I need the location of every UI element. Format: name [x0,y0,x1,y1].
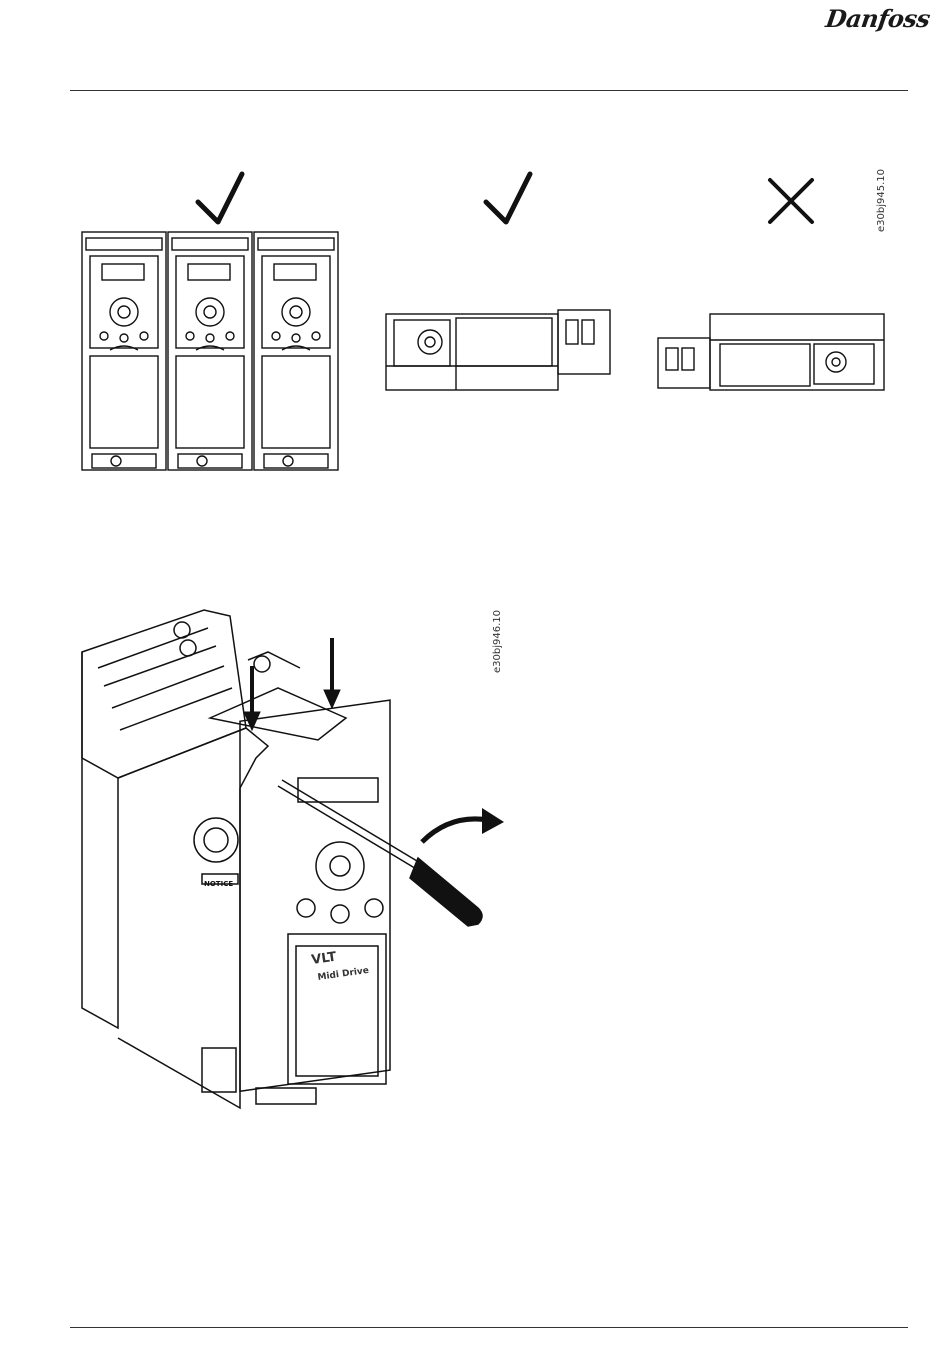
press-arrows [244,638,340,730]
mounting-figure [70,160,890,490]
cover-removal-figure: VLT Midi Drive NOTICE [78,608,508,1118]
drive-body [82,610,246,778]
header-rule [70,90,908,91]
display-window [298,778,378,802]
cross-icon [770,180,812,222]
horizontal-drive-not-allowed [658,314,884,390]
brand-logo: Danfoss [824,4,932,33]
nav-wheel-icon [316,842,364,890]
figure-code: e30bj946.10 [492,610,503,673]
upright-drives [82,232,338,470]
horizontal-drive-allowed [386,310,610,390]
rotate-arrow-icon [422,819,488,842]
figure-code: e30bj945.10 [876,169,887,232]
check-icon [198,174,242,222]
footer-rule [70,1327,908,1328]
device-label-line2: Midi Drive [317,966,370,983]
check-icon [486,174,530,222]
device-label-line1: VLT [310,950,337,968]
notice-label: NOTICE [204,880,233,888]
